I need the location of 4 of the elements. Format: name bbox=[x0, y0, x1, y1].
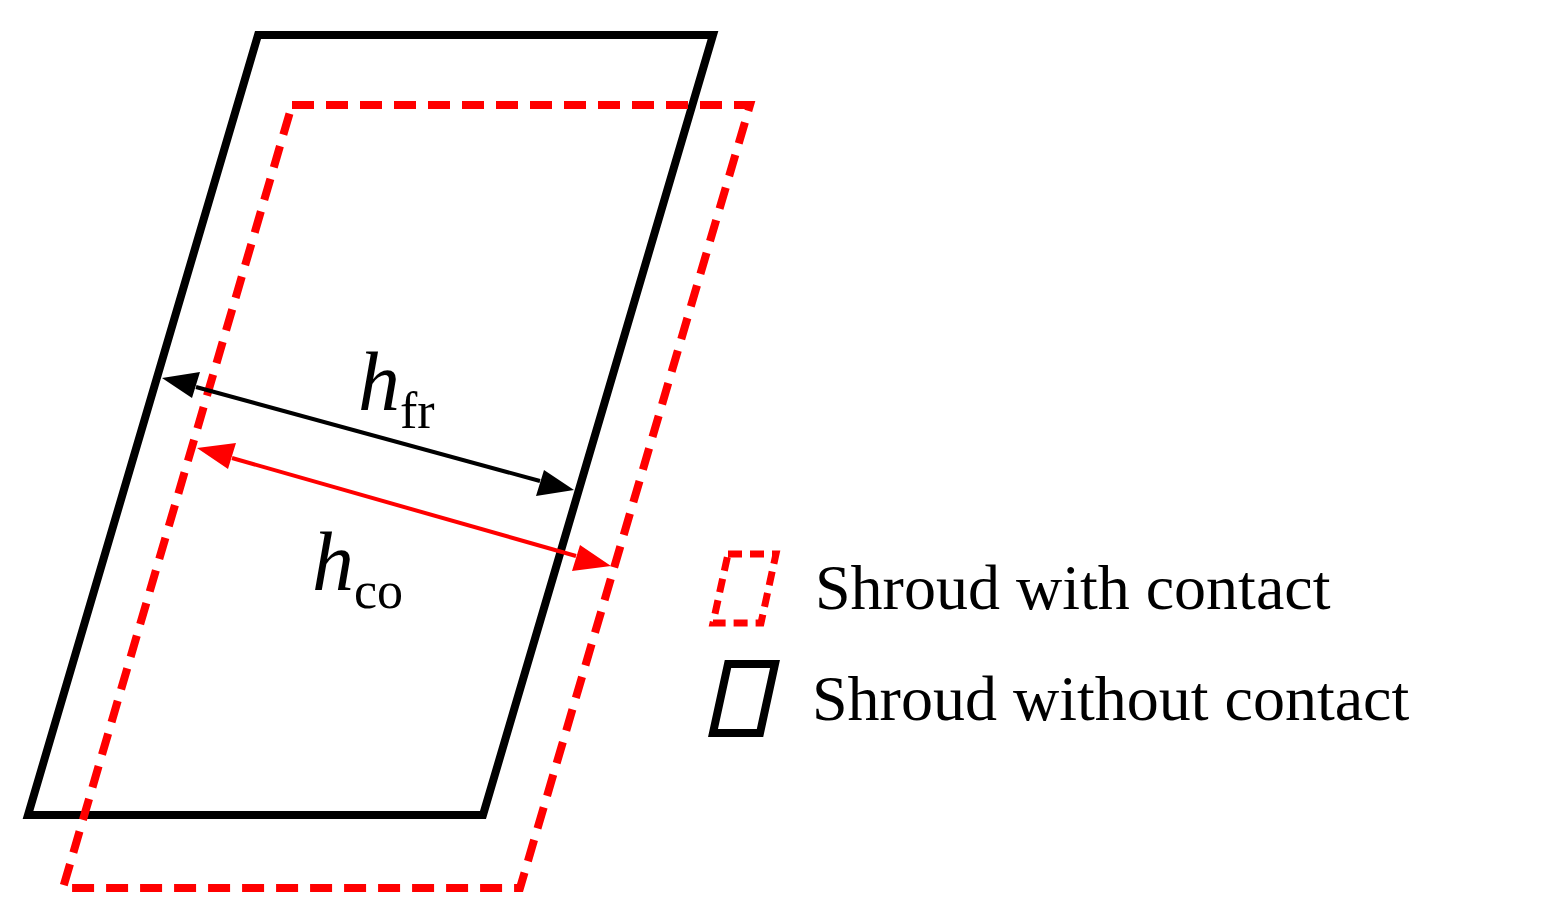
legend-label: Shroud with contact bbox=[815, 556, 1331, 620]
dimension-label: h$_{fr}$ bbox=[358, 340, 435, 438]
dimension-label: h$_{co}$ bbox=[312, 520, 404, 618]
legend-label: Shroud without contact bbox=[812, 667, 1410, 731]
